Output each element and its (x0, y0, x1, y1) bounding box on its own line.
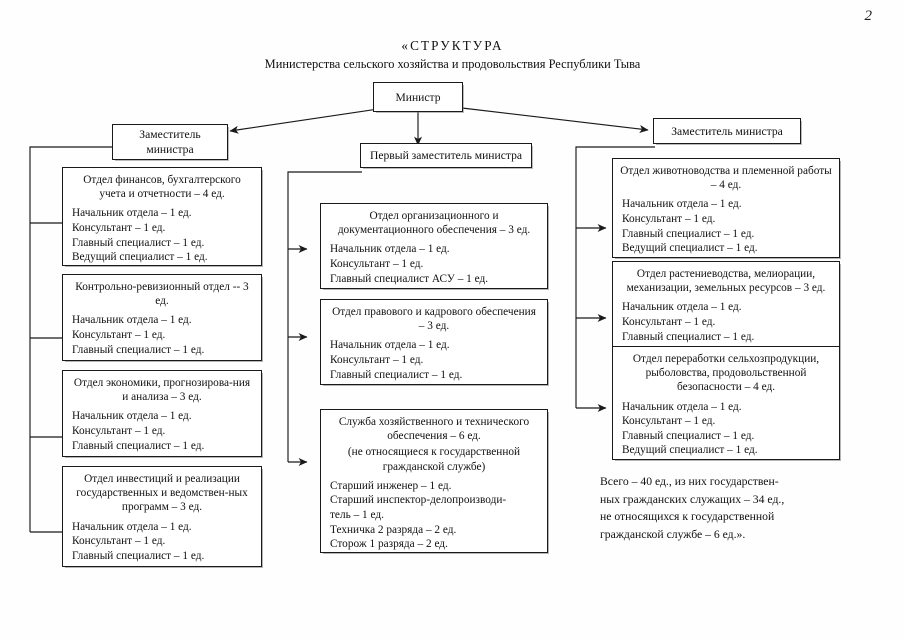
dept-box[interactable]: Отдел правового и кадрового обеспечения … (320, 299, 548, 385)
dept-box[interactable]: Контрольно-ревизионный отдел -- 3 ед. На… (62, 274, 262, 361)
staff-line: Начальник отдела – 1 ед. (72, 314, 192, 327)
dept-title: Отдел переработки сельхозпродукции, рыбо… (632, 353, 820, 394)
dept-staff-list: Начальник отдела – 1 ед. Консультант – 1 … (321, 336, 547, 387)
staff-line: Начальник отдела – 1 ед. (330, 243, 450, 256)
node-deputy-right-label: Заместитель министра (671, 124, 783, 138)
dept-subtitle: (не относящиеся к государственной гражда… (347, 446, 521, 473)
staff-line: Начальник отдела – 1 ед. (330, 339, 450, 352)
staff-line: Начальник отдела – 1 ед. (72, 207, 192, 220)
summary-line: Всего – 40 ед., из них государствен- (600, 475, 779, 488)
dept-box[interactable]: Отдел животноводства и племенной работы … (612, 158, 840, 258)
staff-line: Консультант – 1 ед. (72, 329, 166, 341)
node-first-deputy-minister[interactable]: Первый заместитель министра (360, 143, 532, 168)
dept-box[interactable]: Отдел растениеводства, мелиорации, механ… (612, 261, 840, 348)
staff-line: Старший инженер – 1 ед. (330, 479, 452, 492)
dept-staff-list: Начальник отдела – 1 ед. Консультант – 1 … (63, 518, 261, 569)
dept-box[interactable]: Отдел финансов, бухгалтерского учета и о… (62, 167, 262, 266)
node-minister[interactable]: Министр (373, 82, 463, 112)
dept-box[interactable]: Отдел переработки сельхозпродукции, рыбо… (612, 346, 840, 460)
staff-line: Начальник отдела – 1 ед. (622, 301, 742, 314)
summary-line: не относящихся к государственной (600, 510, 775, 523)
dept-title: Отдел животноводства и племенной работы … (620, 165, 832, 192)
summary-line: ных гражданских служащих – 34 ед., (600, 492, 785, 506)
dept-title: Отдел инвестиций и реализации государств… (76, 473, 248, 514)
dept-staff-list: Старший инженер – 1 ед. Старший инспектор… (321, 477, 547, 557)
node-deputy-minister-left[interactable]: Заместитель министра (112, 124, 228, 160)
staff-line: Ведущий специалист – 1 ед. (622, 444, 758, 457)
dept-staff-list: Начальник отдела – 1 ед. Консультант – 1 … (321, 240, 547, 291)
staff-line: Консультант – 1 ед. (622, 415, 716, 428)
node-deputy-minister-right[interactable]: Заместитель министра (653, 118, 801, 144)
staff-line: Главный специалист АСУ – 1 ед. (330, 272, 489, 285)
dept-title: Служба хозяйственного и технического обе… (338, 416, 530, 443)
dept-box[interactable]: Отдел инвестиций и реализации государств… (62, 466, 262, 567)
staff-line: Старший инспектор-делопроизводи- (330, 494, 507, 507)
dept-box[interactable]: Служба хозяйственного и технического обе… (320, 409, 548, 553)
dept-staff-list: Начальник отдела – 1 ед. Консультант – 1 … (63, 407, 261, 458)
staff-line: Консультант – 1 ед. (330, 258, 424, 270)
staff-line: Главный специалист – 1 ед. (622, 227, 755, 240)
staff-line: Начальник отдела – 1 ед. (72, 520, 192, 533)
dept-staff-list: Начальник отдела – 1 ед. Консультант – 1 … (63, 311, 261, 362)
staff-line: Начальник отдела – 1 ед. (72, 410, 192, 423)
staff-line: Консультант – 1 ед. (622, 213, 716, 225)
staff-line: Консультант – 1 ед. (330, 354, 424, 366)
dept-title: Отдел организационного и документационно… (337, 210, 531, 237)
dept-staff-list: Начальник отдела – 1 ед. Консультант – 1 … (613, 195, 839, 260)
staff-line: Главный специалист – 1 ед. (622, 330, 755, 343)
node-deputy-left-label: Заместитель министра (139, 128, 201, 156)
dept-staff-list: Начальник отдела – 1 ед. Консультант – 1 … (613, 298, 839, 349)
totals-summary: Всего – 40 ед., из них государствен-ных … (600, 473, 850, 543)
page-number: 2 (864, 8, 873, 24)
staff-line: Главный специалист – 1 ед. (330, 368, 463, 381)
staff-line: тель – 1 ед. (330, 509, 384, 521)
staff-line: Главный специалист – 1 ед. (72, 343, 205, 356)
staff-line: Начальник отдела – 1 ед. (622, 198, 742, 211)
dept-staff-list: Начальник отдела – 1 ед. Консультант – 1 … (63, 204, 261, 269)
staff-line: Ведущий специалист – 1 ед. (622, 242, 758, 255)
dept-title: Отдел растениеводства, мелиорации, механ… (626, 268, 826, 295)
staff-line: Техничка 2 разряда – 2 ед. (330, 523, 457, 536)
staff-line: Консультант – 1 ед. (72, 222, 166, 234)
page-title-line1: «СТРУКТУРА (401, 38, 504, 53)
dept-box[interactable]: Отдел организационного и документационно… (320, 203, 548, 289)
staff-line: Главный специалист – 1 ед. (72, 236, 205, 249)
node-first-deputy-label: Первый заместитель министра (369, 149, 523, 162)
staff-line: Главный специалист – 1 ед. (622, 429, 755, 442)
summary-line: гражданской службе – 6 ед.». (600, 527, 746, 541)
staff-line: Консультант – 1 ед. (72, 425, 166, 437)
dept-box[interactable]: Отдел экономики, прогнозирова-ния и анал… (62, 370, 262, 457)
dept-staff-list: Начальник отдела – 1 ед. Консультант – 1 … (613, 398, 839, 463)
dept-title: Контрольно-ревизионный отдел -- 3 ед. (75, 281, 249, 308)
dept-title: Отдел экономики, прогнозирова-ния и анал… (73, 377, 251, 404)
dept-title: Отдел финансов, бухгалтерского учета и о… (83, 174, 241, 201)
page-title-line2: Министерства сельского хозяйства и продо… (264, 57, 641, 71)
staff-line: Начальник отдела – 1 ед. (622, 400, 742, 413)
staff-line: Консультант – 1 ед. (622, 316, 716, 328)
staff-line: Сторож 1 разряда – 2 ед. (330, 538, 448, 551)
node-minister-label: Министр (395, 90, 441, 104)
staff-line: Консультант – 1 ед. (72, 535, 166, 548)
dept-title: Отдел правового и кадрового обеспечения … (332, 306, 536, 333)
staff-line: Ведущий специалист – 1 ед. (72, 251, 208, 264)
staff-line: Главный специалист – 1 ед. (72, 549, 205, 562)
staff-line: Главный специалист – 1 ед. (72, 439, 205, 452)
